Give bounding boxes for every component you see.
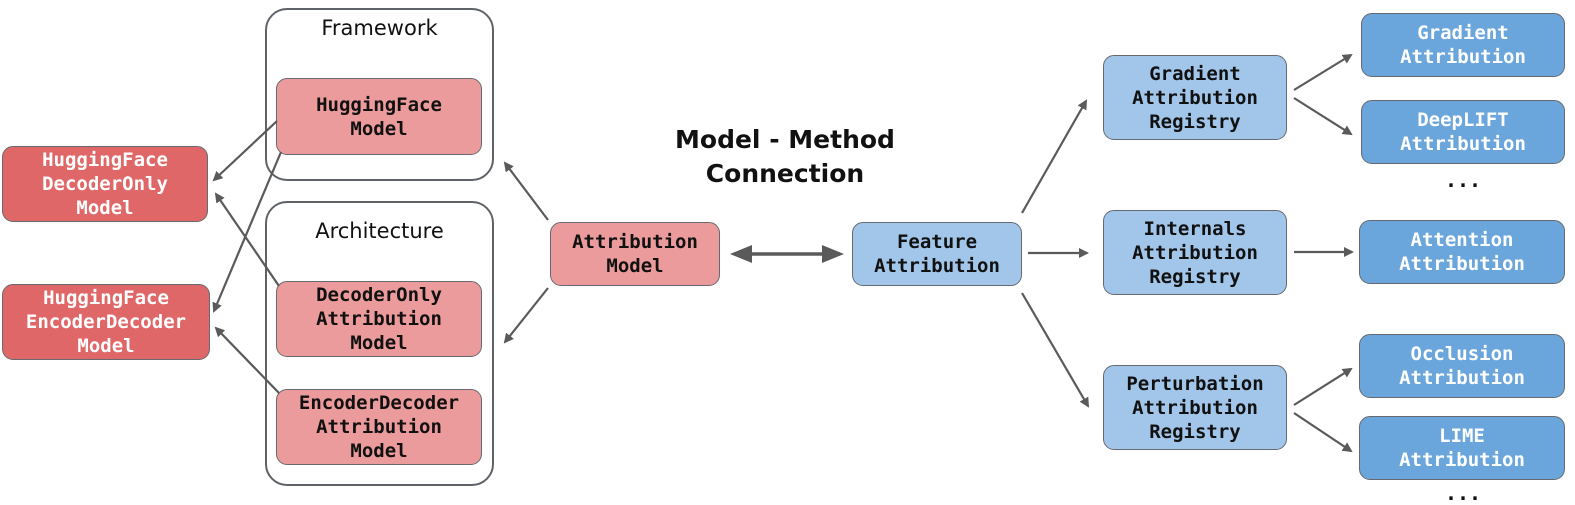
perturbation-methods-ellipsis: ... — [1444, 481, 1482, 505]
arrow-attribution-to-architecture — [503, 287, 549, 344]
framework-group-label: Framework — [321, 16, 438, 40]
decoderonly-attribution-model-node: DecoderOnly Attribution Model — [276, 281, 482, 357]
arrow-feature-to-gradient-registry — [1021, 99, 1087, 214]
architecture-group-label: Architecture — [315, 219, 444, 243]
deeplift-attribution-node: DeepLIFT Attribution — [1361, 100, 1565, 164]
gradient-attribution-node: Gradient Attribution — [1361, 13, 1565, 77]
attention-attribution-node: Attention Attribution — [1359, 220, 1565, 284]
encoderdecoder-attribution-model-node: EncoderDecoder Attribution Model — [276, 389, 482, 465]
model-method-connection-title: Model - Method Connection — [675, 125, 895, 188]
arrow-attribution-to-framework — [503, 161, 549, 221]
arrow-perturbation-registry-to-lime — [1293, 412, 1353, 453]
huggingface-encoderdecoder-model-node: HuggingFace EncoderDecoder Model — [2, 284, 210, 360]
arrow-feature-to-perturbation-registry — [1021, 292, 1090, 408]
perturbation-attribution-registry-node: Perturbation Attribution Registry — [1103, 365, 1287, 450]
arrow-gradient-registry-to-gradient — [1293, 53, 1353, 91]
arrow-gradient-registry-to-deeplift — [1293, 97, 1353, 136]
huggingface-decoderonly-model-node: HuggingFace DecoderOnly Model — [2, 146, 208, 222]
internals-attribution-registry-node: Internals Attribution Registry — [1103, 210, 1287, 295]
huggingface-model-node: HuggingFace Model — [276, 78, 482, 155]
gradient-methods-ellipsis: ... — [1444, 168, 1482, 192]
lime-attribution-node: LIME Attribution — [1359, 416, 1565, 480]
attribution-model-node: Attribution Model — [550, 222, 720, 286]
arrow-perturbation-registry-to-occlusion — [1293, 367, 1353, 406]
occlusion-attribution-node: Occlusion Attribution — [1359, 334, 1565, 398]
gradient-attribution-registry-node: Gradient Attribution Registry — [1103, 55, 1287, 140]
feature-attribution-node: Feature Attribution — [852, 222, 1022, 286]
